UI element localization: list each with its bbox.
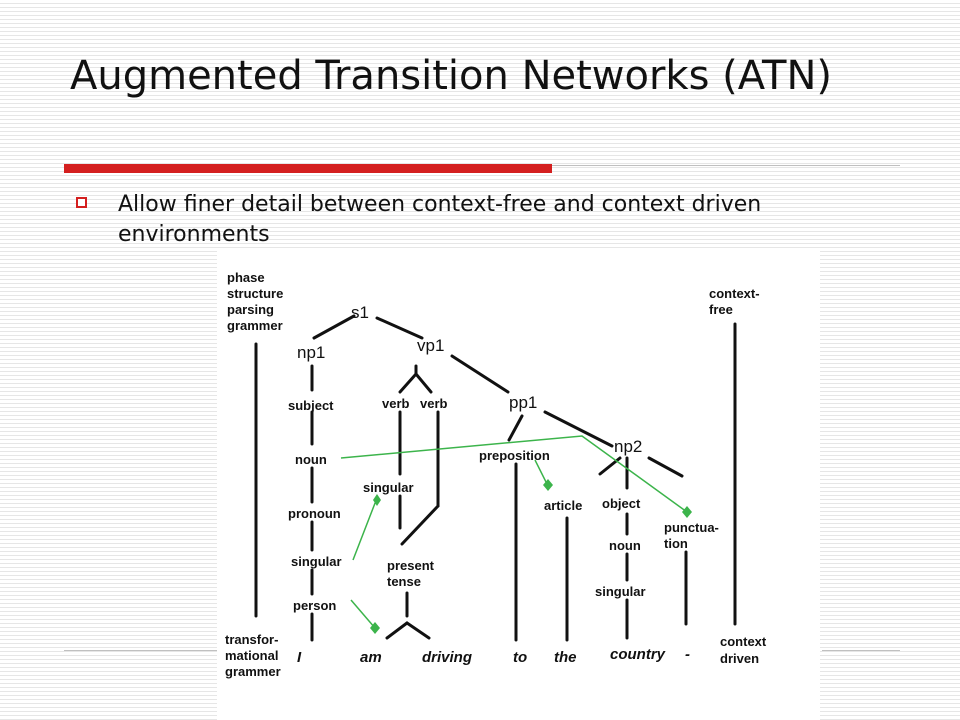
- link-marker-article: [543, 479, 553, 491]
- edge-vp1-verb2: [414, 372, 433, 394]
- word-dash: -: [685, 646, 690, 663]
- bullet-square-icon: [76, 197, 87, 208]
- word-driving: driving: [422, 649, 472, 666]
- word-am: am: [360, 649, 382, 666]
- edge-vp1-verb1: [398, 372, 418, 394]
- edge-np2-punctuation: [647, 456, 684, 478]
- edge-pp1-np2: [543, 410, 614, 448]
- agreement-link-preposition: [534, 459, 548, 485]
- edge-s1-vp1: [375, 316, 424, 340]
- label-noun-2: noun: [609, 538, 641, 553]
- label-noun-1: noun: [295, 452, 327, 467]
- link-marker-singular: [373, 494, 381, 506]
- label-singular-2: singular: [363, 480, 414, 495]
- agreement-link-noun-punctuation: [340, 435, 688, 513]
- agreement-link-person: [350, 599, 376, 629]
- node-np1: np1: [297, 343, 325, 362]
- caption-grammer: grammer: [227, 318, 283, 333]
- edge-np2-article: [598, 456, 622, 476]
- caption-parsing: parsing: [227, 302, 274, 317]
- title-accent-bar: [64, 164, 552, 173]
- caption-phase: phase: [227, 270, 265, 285]
- edge-vp1-pp1: [450, 354, 510, 394]
- caption-structure: structure: [227, 286, 283, 301]
- label-verb-1: verb: [382, 396, 410, 411]
- edge-verb2-present: [400, 504, 440, 546]
- footer-divider-right: [822, 650, 900, 651]
- atn-diagram-svg: phase structure parsing grammer context-…: [225, 270, 767, 679]
- caption-context-free-2: free: [709, 302, 733, 317]
- label-present: present: [387, 558, 435, 573]
- atn-diagram: phase structure parsing grammer context-…: [217, 248, 820, 720]
- caption-context-driven-1: context: [720, 634, 767, 649]
- word-i: I: [297, 649, 302, 666]
- edge-fork-am: [385, 621, 409, 640]
- caption-context-free-1: context-: [709, 286, 760, 301]
- caption-context-driven-2: driven: [720, 651, 759, 666]
- label-punctuation-1: punctua-: [664, 520, 719, 535]
- edge-pp1-preposition: [507, 414, 524, 442]
- caption-transformational-3: grammer: [225, 664, 281, 679]
- label-punctuation-2: tion: [664, 536, 688, 551]
- word-the: the: [554, 649, 577, 666]
- label-tense: tense: [387, 574, 421, 589]
- title-divider: [552, 165, 900, 166]
- caption-transformational-1: transfor-: [225, 632, 278, 647]
- caption-transformational-2: mational: [225, 648, 278, 663]
- edge-fork-driving: [405, 621, 431, 640]
- node-vp1: vp1: [417, 336, 444, 355]
- link-marker-punctuation: [682, 506, 692, 518]
- node-s1: s1: [351, 303, 369, 322]
- label-object: object: [602, 496, 641, 511]
- slide-title: Augmented Transition Networks (ATN): [70, 53, 832, 99]
- node-pp1: pp1: [509, 393, 537, 412]
- label-article: article: [544, 498, 582, 513]
- word-country: country: [610, 646, 666, 663]
- label-subject: subject: [288, 398, 334, 413]
- label-preposition: preposition: [479, 448, 550, 463]
- link-marker-person: [370, 622, 380, 634]
- label-singular-1: singular: [291, 554, 342, 569]
- node-np2: np2: [614, 437, 642, 456]
- label-singular-3: singular: [595, 584, 646, 599]
- footer-divider-left: [64, 650, 220, 651]
- label-pronoun: pronoun: [288, 506, 341, 521]
- label-verb-2: verb: [420, 396, 448, 411]
- agreement-link-singular: [352, 497, 378, 561]
- label-person: person: [293, 598, 336, 613]
- edge-s1-np1: [312, 314, 356, 340]
- bullet-text: Allow finer detail between context-free …: [118, 192, 762, 247]
- word-to: to: [513, 649, 527, 666]
